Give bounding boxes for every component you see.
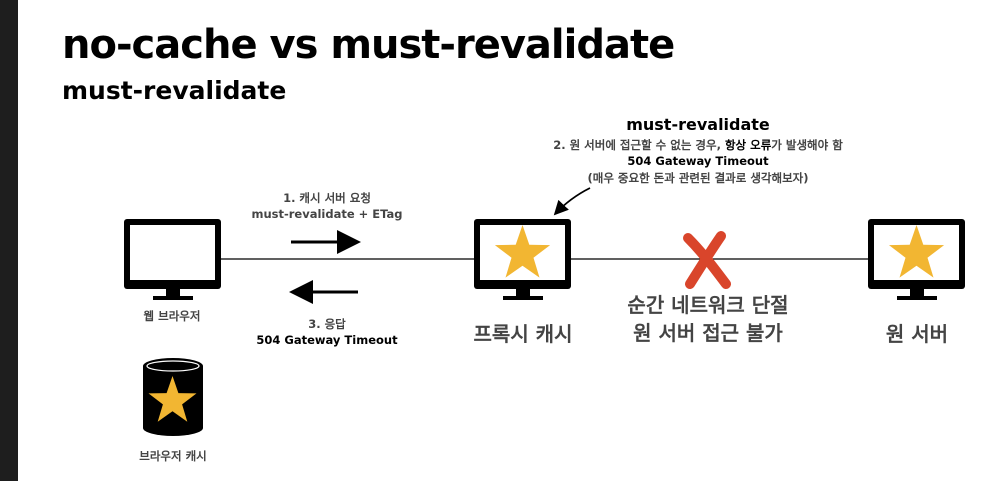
slide: no-cache vs must-revalidate must-revalid… [18,0,999,481]
diagram-canvas [124,187,965,436]
note-status: 504 Gateway Timeout [627,154,769,168]
response-step-label: 3. 응답 [308,317,346,331]
browser-monitor-icon [124,219,221,300]
note-line1: 2. 원 서버에 접근할 수 없는 경우, 항상 오류가 발생해야 함 [538,137,858,153]
proxy-label: 프록시 캐시 [473,322,573,346]
note-remark: (매우 중요한 돈과 관련된 결과로 생각해보자) [587,171,809,185]
proxy-star-icon [494,225,551,278]
request-step-label: 1. 캐시 서버 요청 [283,191,371,205]
note-line1-post: 가 발생해야 함 [771,138,843,152]
note-line1-emphasis: 항상 오류 [724,138,772,152]
origin-unreachable-label: 원 서버 접근 불가 [633,321,783,345]
browser-cache-label: 브라우저 캐시 [139,449,207,463]
note-heading: must-revalidate [626,115,770,134]
note-line1-pre: 2. 원 서버에 접근할 수 없는 경우, [553,138,725,152]
page-subtitle: must-revalidate [62,76,287,105]
cross-icon [683,231,731,289]
page-title: no-cache vs must-revalidate [62,22,675,68]
origin-label: 원 서버 [885,322,949,346]
request-header-label: must-revalidate + ETag [251,207,403,221]
browser-label: 웹 브라우저 [143,309,201,323]
note-pointer-arrow-icon [553,187,591,216]
browser-cache-star-icon [148,376,197,422]
network-outage-label: 순간 네트워크 단절 [627,293,789,317]
origin-star-icon [888,225,945,278]
response-status-label: 504 Gateway Timeout [256,333,398,347]
